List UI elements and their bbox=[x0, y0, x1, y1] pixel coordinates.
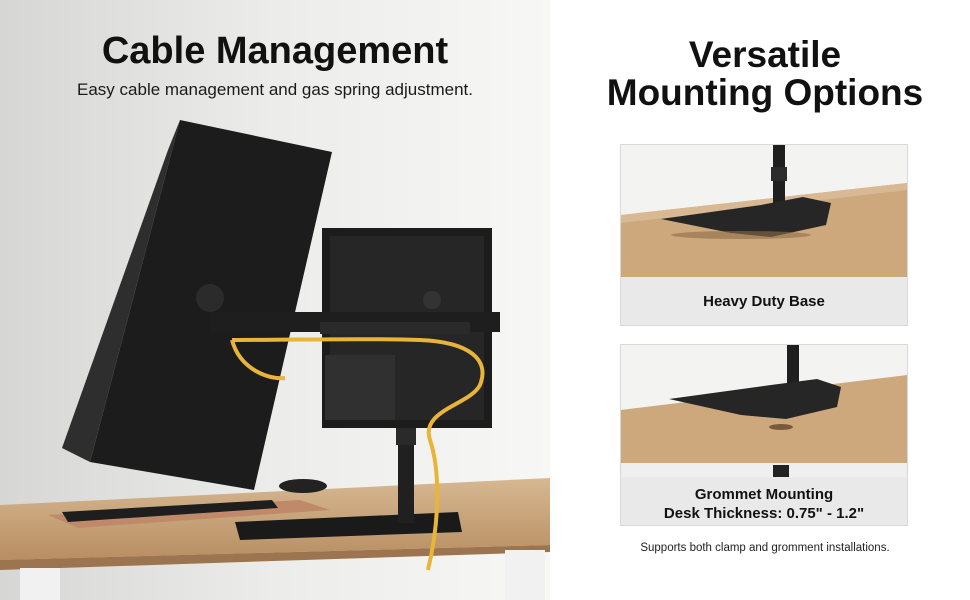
cable-management-title: Cable Management bbox=[101, 30, 449, 72]
heavy-duty-base-photo bbox=[621, 145, 907, 277]
grommet-mounting-card: Grommet Mounting Desk Thickness: 0.75" -… bbox=[620, 344, 908, 526]
mounting-options-title-line1: Versatile bbox=[688, 34, 842, 75]
heavy-duty-base-card: Heavy Duty Base bbox=[620, 144, 908, 326]
cable-management-subtitle: Easy cable management and gas spring adj… bbox=[77, 80, 473, 99]
installation-footnote: Supports both clamp and gromment install… bbox=[640, 542, 890, 554]
mounting-options-title-line2: Mounting Options bbox=[606, 72, 924, 113]
heavy-duty-base-caption: Heavy Duty Base bbox=[703, 293, 825, 310]
mounting-options-title: Versatile Mounting Options bbox=[560, 36, 970, 112]
grommet-mounting-label: Grommet Mounting bbox=[694, 486, 834, 503]
dual-monitor-stand-photo bbox=[0, 0, 550, 600]
grommet-mounting-photo bbox=[621, 345, 907, 477]
desk-thickness-label: Desk Thickness: 0.75" - 1.2" bbox=[663, 505, 865, 522]
cable-management-photo-panel: Cable Management Easy cable management a… bbox=[0, 0, 550, 600]
grommet-mounting-caption: Grommet Mounting Desk Thickness: 0.75" -… bbox=[621, 477, 907, 523]
